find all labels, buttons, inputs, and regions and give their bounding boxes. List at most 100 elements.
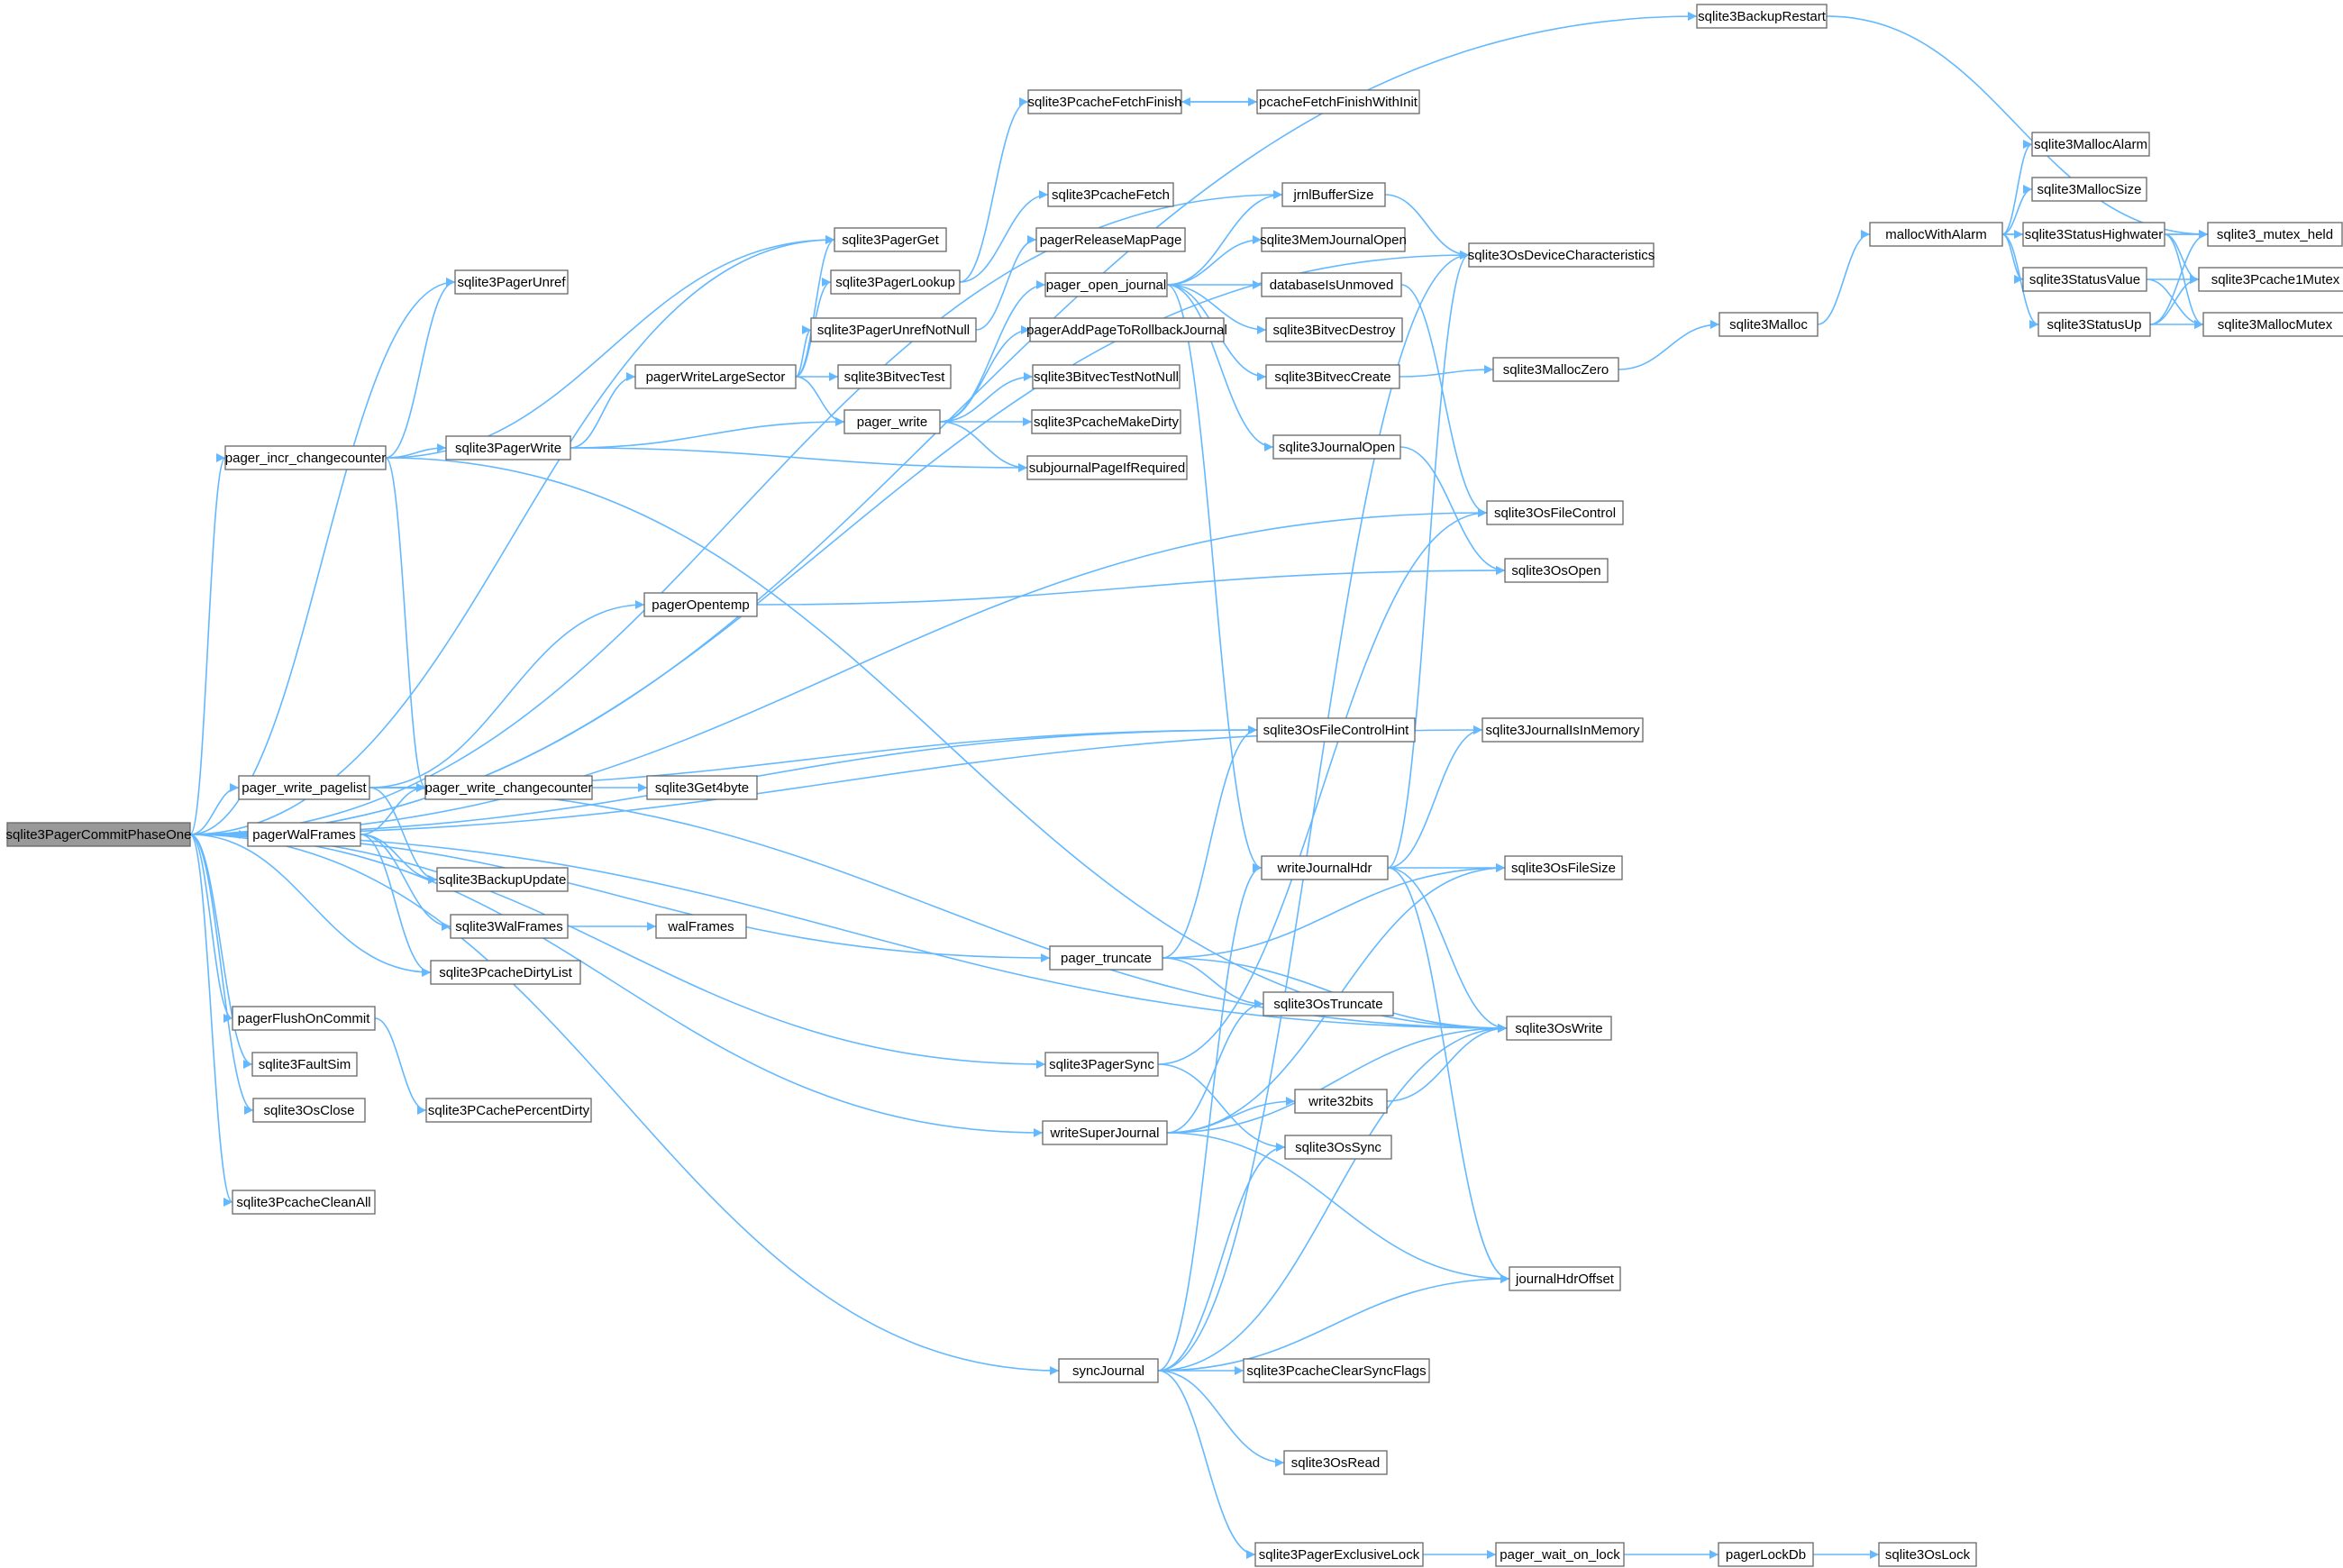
node-sync-journal[interactable]: syncJournal (1058, 1358, 1159, 1383)
edge-arrowhead (1039, 190, 1048, 199)
edge-arrowhead (1688, 12, 1697, 21)
node-write32bits[interactable]: write32bits (1294, 1089, 1388, 1114)
node-sqlite3-mutex-held[interactable]: sqlite3_mutex_held (2207, 222, 2343, 247)
node-sqlite3-malloc-mutex[interactable]: sqlite3MallocMutex (2202, 312, 2343, 337)
node-sqlite3-pager-commit-phase-one[interactable]: sqlite3PagerCommitPhaseOne (6, 822, 192, 847)
node-pager-release-map-page[interactable]: pagerReleaseMapPage (1035, 227, 1186, 252)
node-sqlite3-os-file-size[interactable]: sqlite3OsFileSize (1504, 855, 1623, 880)
edge-arrowhead (422, 968, 431, 977)
node-pager-wait-on-lock[interactable]: pager_wait_on_lock (1495, 1542, 1625, 1567)
call-edge (1157, 1278, 1510, 1372)
node-sqlite3-pcache-clean-all[interactable]: sqlite3PcacheCleanAll (232, 1190, 376, 1215)
node-pager-flush-on-commit[interactable]: pagerFlushOnCommit (232, 1006, 376, 1031)
node-jrnl-buffer-size[interactable]: jrnlBufferSize (1281, 182, 1386, 207)
node-pager-write-changecounter[interactable]: pager_write_changecounter (424, 775, 593, 800)
node-sqlite3-pcache-make-dirty[interactable]: sqlite3PcacheMakeDirty (1031, 409, 1181, 434)
node-pager-lock-db[interactable]: pagerLockDb (1718, 1542, 1814, 1567)
node-label: sqlite3PagerCommitPhaseOne (6, 827, 192, 843)
call-edge (1618, 324, 1720, 370)
node-sqlite3-os-lock[interactable]: sqlite3OsLock (1878, 1542, 1977, 1567)
edge-arrowhead (802, 325, 811, 334)
node-sqlite3-pager-write[interactable]: sqlite3PagerWrite (445, 435, 571, 460)
node-sqlite3-pcache-fetch-finish[interactable]: sqlite3PcacheFetchFinish (1027, 89, 1182, 114)
node-malloc-with-alarm[interactable]: mallocWithAlarm (1869, 222, 2003, 247)
node-sqlite3-os-open[interactable]: sqlite3OsOpen (1504, 558, 1609, 583)
node-sqlite3-malloc-zero[interactable]: sqlite3MallocZero (1492, 357, 1619, 382)
edge-arrowhead (223, 1198, 232, 1207)
node-pager-wal-frames[interactable]: pagerWalFrames (247, 822, 361, 847)
node-sqlite3-pcache-fetch[interactable]: sqlite3PcacheFetch (1047, 182, 1174, 207)
node-sqlite3-pcache-dirty-list[interactable]: sqlite3PcacheDirtyList (430, 960, 581, 985)
node-sqlite3-pager-sync[interactable]: sqlite3PagerSync (1044, 1052, 1159, 1077)
node-label: sqlite3MallocAlarm (2034, 137, 2147, 152)
call-edge (1157, 1063, 1286, 1148)
node-label: sqlite3PagerSync (1049, 1057, 1154, 1072)
node-sqlite3-backup-update[interactable]: sqlite3BackupUpdate (436, 867, 569, 892)
node-pcache-fetch-finish-with-init[interactable]: pcacheFetchFinishWithInit (1256, 89, 1420, 114)
node-sqlite3-os-file-control[interactable]: sqlite3OsFileControl (1486, 500, 1624, 525)
node-pager-incr-changecounter[interactable]: pager_incr_changecounter (224, 445, 387, 470)
node-pager-opentemp[interactable]: pagerOpentemp (643, 592, 758, 617)
node-write-journal-hdr[interactable]: writeJournalHdr (1261, 855, 1389, 880)
node-sqlite3-pcache-percent-dirty[interactable]: sqlite3PCachePercentDirty (425, 1098, 592, 1123)
node-label: sqlite3BitvecTestNotNull (1034, 369, 1179, 385)
node-sqlite3-fault-sim[interactable]: sqlite3FaultSim (251, 1052, 358, 1077)
node-sqlite3-status-up[interactable]: sqlite3StatusUp (2038, 312, 2151, 337)
node-pager-write-large-sector[interactable]: pagerWriteLargeSector (634, 364, 797, 389)
node-sqlite3-os-device-characteristics[interactable]: sqlite3OsDeviceCharacteristics (1468, 242, 1655, 268)
node-box (837, 364, 952, 389)
node-box (224, 445, 387, 470)
node-pager-write-pagelist[interactable]: pager_write_pagelist (238, 775, 370, 800)
node-pager-write[interactable]: pager_write (843, 409, 941, 434)
node-sqlite3-pager-lookup[interactable]: sqlite3PagerLookup (830, 269, 961, 295)
node-sqlite3-bitvec-create[interactable]: sqlite3BitvecCreate (1265, 364, 1400, 389)
node-sqlite3-bitvec-destroy[interactable]: sqlite3BitvecDestroy (1265, 317, 1403, 342)
node-sqlite3-os-close[interactable]: sqlite3OsClose (252, 1098, 366, 1123)
call-edge (1387, 729, 1483, 869)
call-edge (385, 457, 426, 789)
node-box (810, 317, 977, 342)
node-write-super-journal[interactable]: writeSuperJournal (1042, 1120, 1168, 1145)
node-label: pagerAddPageToRollbackJournal (1026, 323, 1227, 338)
node-pager-add-page-to-rollback-journal[interactable]: pagerAddPageToRollbackJournal (1026, 317, 1227, 342)
node-label: sqlite3OsClose (264, 1103, 355, 1118)
node-sqlite3-backup-restart[interactable]: sqlite3BackupRestart (1696, 4, 1828, 29)
node-sqlite3-os-file-control-hint[interactable]: sqlite3OsFileControlHint (1256, 717, 1416, 743)
node-sqlite3-os-sync[interactable]: sqlite3OsSync (1284, 1135, 1392, 1160)
node-sqlite3-status-value[interactable]: sqlite3StatusValue (2022, 267, 2147, 292)
node-sqlite3-mem-journal-open[interactable]: sqlite3MemJournalOpen (1260, 227, 1407, 252)
node-label: sqlite3PcacheDirtyList (439, 965, 572, 980)
node-label: sqlite3BackupRestart (1698, 9, 1827, 24)
node-sqlite3-pager-unref-not-null[interactable]: sqlite3PagerUnrefNotNull (810, 317, 977, 342)
node-journal-hdr-offset[interactable]: journalHdrOffset (1509, 1266, 1621, 1291)
edge-arrowhead (1257, 325, 1266, 334)
node-sqlite3-status-highwater[interactable]: sqlite3StatusHighwater (2022, 222, 2165, 247)
node-label: sqlite3BitvecTest (844, 369, 946, 385)
node-sqlite3-get4byte[interactable]: sqlite3Get4byte (646, 775, 758, 800)
node-sqlite3-os-truncate[interactable]: sqlite3OsTruncate (1263, 991, 1394, 1016)
node-database-is-unmoved[interactable]: databaseIsUnmoved (1261, 272, 1402, 297)
node-box (843, 409, 941, 434)
node-label: sqlite3MallocSize (2038, 182, 2142, 197)
node-sqlite3-os-read[interactable]: sqlite3OsRead (1283, 1450, 1388, 1475)
node-sqlite3-wal-frames[interactable]: sqlite3WalFrames (450, 914, 569, 939)
node-sqlite3-bitvec-test[interactable]: sqlite3BitvecTest (837, 364, 952, 389)
node-sqlite3-bitvec-test-not-null[interactable]: sqlite3BitvecTestNotNull (1032, 364, 1181, 389)
node-box (1032, 364, 1181, 389)
node-sqlite3-pager-get[interactable]: sqlite3PagerGet (834, 227, 947, 252)
node-sqlite3-pcache-clear-sync-flags[interactable]: sqlite3PcacheClearSyncFlags (1243, 1358, 1430, 1383)
node-sqlite3-os-write[interactable]: sqlite3OsWrite (1506, 1016, 1612, 1041)
node-sqlite3-malloc-alarm[interactable]: sqlite3MallocAlarm (2031, 132, 2150, 157)
node-wal-frames[interactable]: walFrames (655, 914, 747, 939)
node-pager-truncate[interactable]: pager_truncate (1049, 945, 1163, 971)
node-sqlite3-malloc[interactable]: sqlite3Malloc (1719, 312, 1819, 337)
node-sqlite3-pcache1-mutex[interactable]: sqlite3Pcache1Mutex (2198, 267, 2343, 292)
node-sqlite3-malloc-size[interactable]: sqlite3MallocSize (2031, 177, 2147, 202)
node-subjournal-page-if-required[interactable]: subjournalPageIfRequired (1026, 455, 1188, 480)
node-sqlite3-journal-open[interactable]: sqlite3JournalOpen (1272, 434, 1401, 460)
node-sqlite3-pager-exclusive-lock[interactable]: sqlite3PagerExclusiveLock (1254, 1542, 1424, 1567)
node-pager-open-journal[interactable]: pager_open_journal (1044, 272, 1168, 297)
node-sqlite3-pager-unref[interactable]: sqlite3PagerUnref (454, 269, 569, 295)
call-edge (570, 421, 845, 449)
node-sqlite3-journal-is-in-memory[interactable]: sqlite3JournalIsInMemory (1481, 717, 1644, 743)
